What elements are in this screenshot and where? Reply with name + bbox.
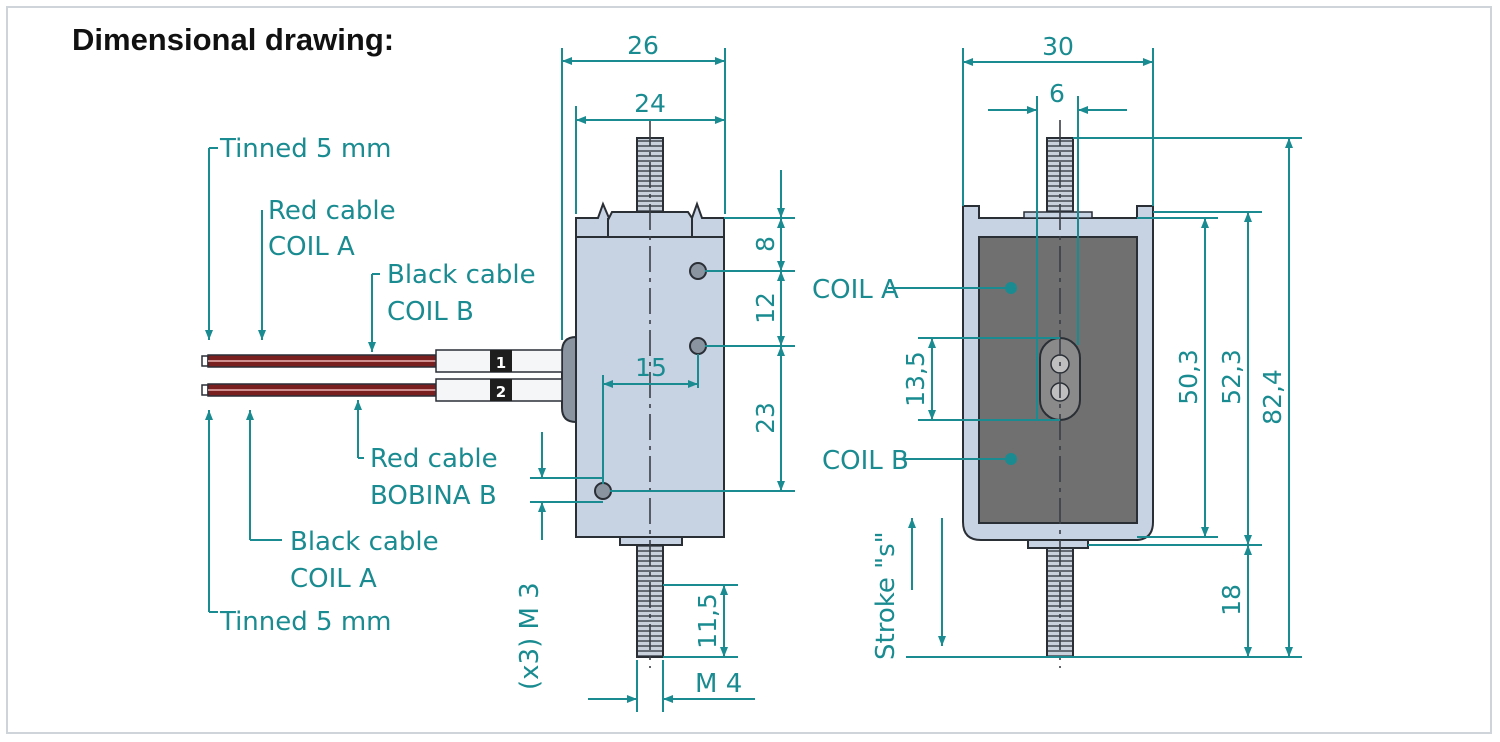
dim-24: 24 xyxy=(634,89,666,118)
dim-13-5: 13,5 xyxy=(901,351,930,407)
label-tinned-top: Tinned 5 mm xyxy=(219,134,392,164)
label-m3: (x3) M 3 xyxy=(515,582,545,690)
dim-30: 30 xyxy=(1042,32,1074,61)
mounting-hole xyxy=(689,337,707,355)
dim-12: 12 xyxy=(751,292,780,324)
mounting-hole xyxy=(689,262,707,280)
mounting-hole xyxy=(594,482,612,500)
dim-18: 18 xyxy=(1217,584,1246,616)
label-stroke: Stroke "s" xyxy=(871,531,901,660)
dim-23: 23 xyxy=(751,402,780,434)
front-view xyxy=(888,48,1302,668)
dim-11-5: 11,5 xyxy=(693,593,722,649)
label-coil-a: COIL A xyxy=(812,275,899,305)
terminal-number: 2 xyxy=(496,383,506,401)
label-black-cable-coil-b: Black cable xyxy=(387,260,536,290)
label-m4: M 4 xyxy=(695,669,742,699)
terminal-number: 1 xyxy=(496,354,506,372)
dim-52-3: 52,3 xyxy=(1217,349,1246,405)
page-title: Dimensional drawing: xyxy=(72,22,395,57)
label-black-cable-coil-a-2: COIL A xyxy=(290,564,377,594)
dim-8: 8 xyxy=(751,236,780,252)
label-tinned-bottom: Tinned 5 mm xyxy=(219,607,392,637)
label-black-cable-coil-a: Black cable xyxy=(290,527,439,557)
label-red-cable-bobina-b-2: BOBINA B xyxy=(370,481,497,511)
dim-26: 26 xyxy=(627,31,659,60)
label-red-cable-coil-a: Red cable xyxy=(268,196,396,226)
label-red-cable-bobina-b: Red cable xyxy=(370,444,498,474)
label-coil-b: COIL B xyxy=(822,446,909,476)
label-red-cable-coil-a-2: COIL A xyxy=(268,232,355,262)
label-black-cable-coil-b-2: COIL B xyxy=(387,297,474,327)
annotation-labels: Tinned 5 mm Red cable COIL A Black cable… xyxy=(219,134,909,699)
dimension-values: 26 24 30 6 15 8 12 23 11,5 13,5 50,3 52,… xyxy=(627,31,1287,649)
side-view: 1 2 xyxy=(201,48,795,712)
dim-6: 6 xyxy=(1049,79,1065,108)
dim-82-4: 82,4 xyxy=(1258,369,1287,425)
dim-15: 15 xyxy=(635,353,667,382)
dim-50-3: 50,3 xyxy=(1174,349,1203,405)
